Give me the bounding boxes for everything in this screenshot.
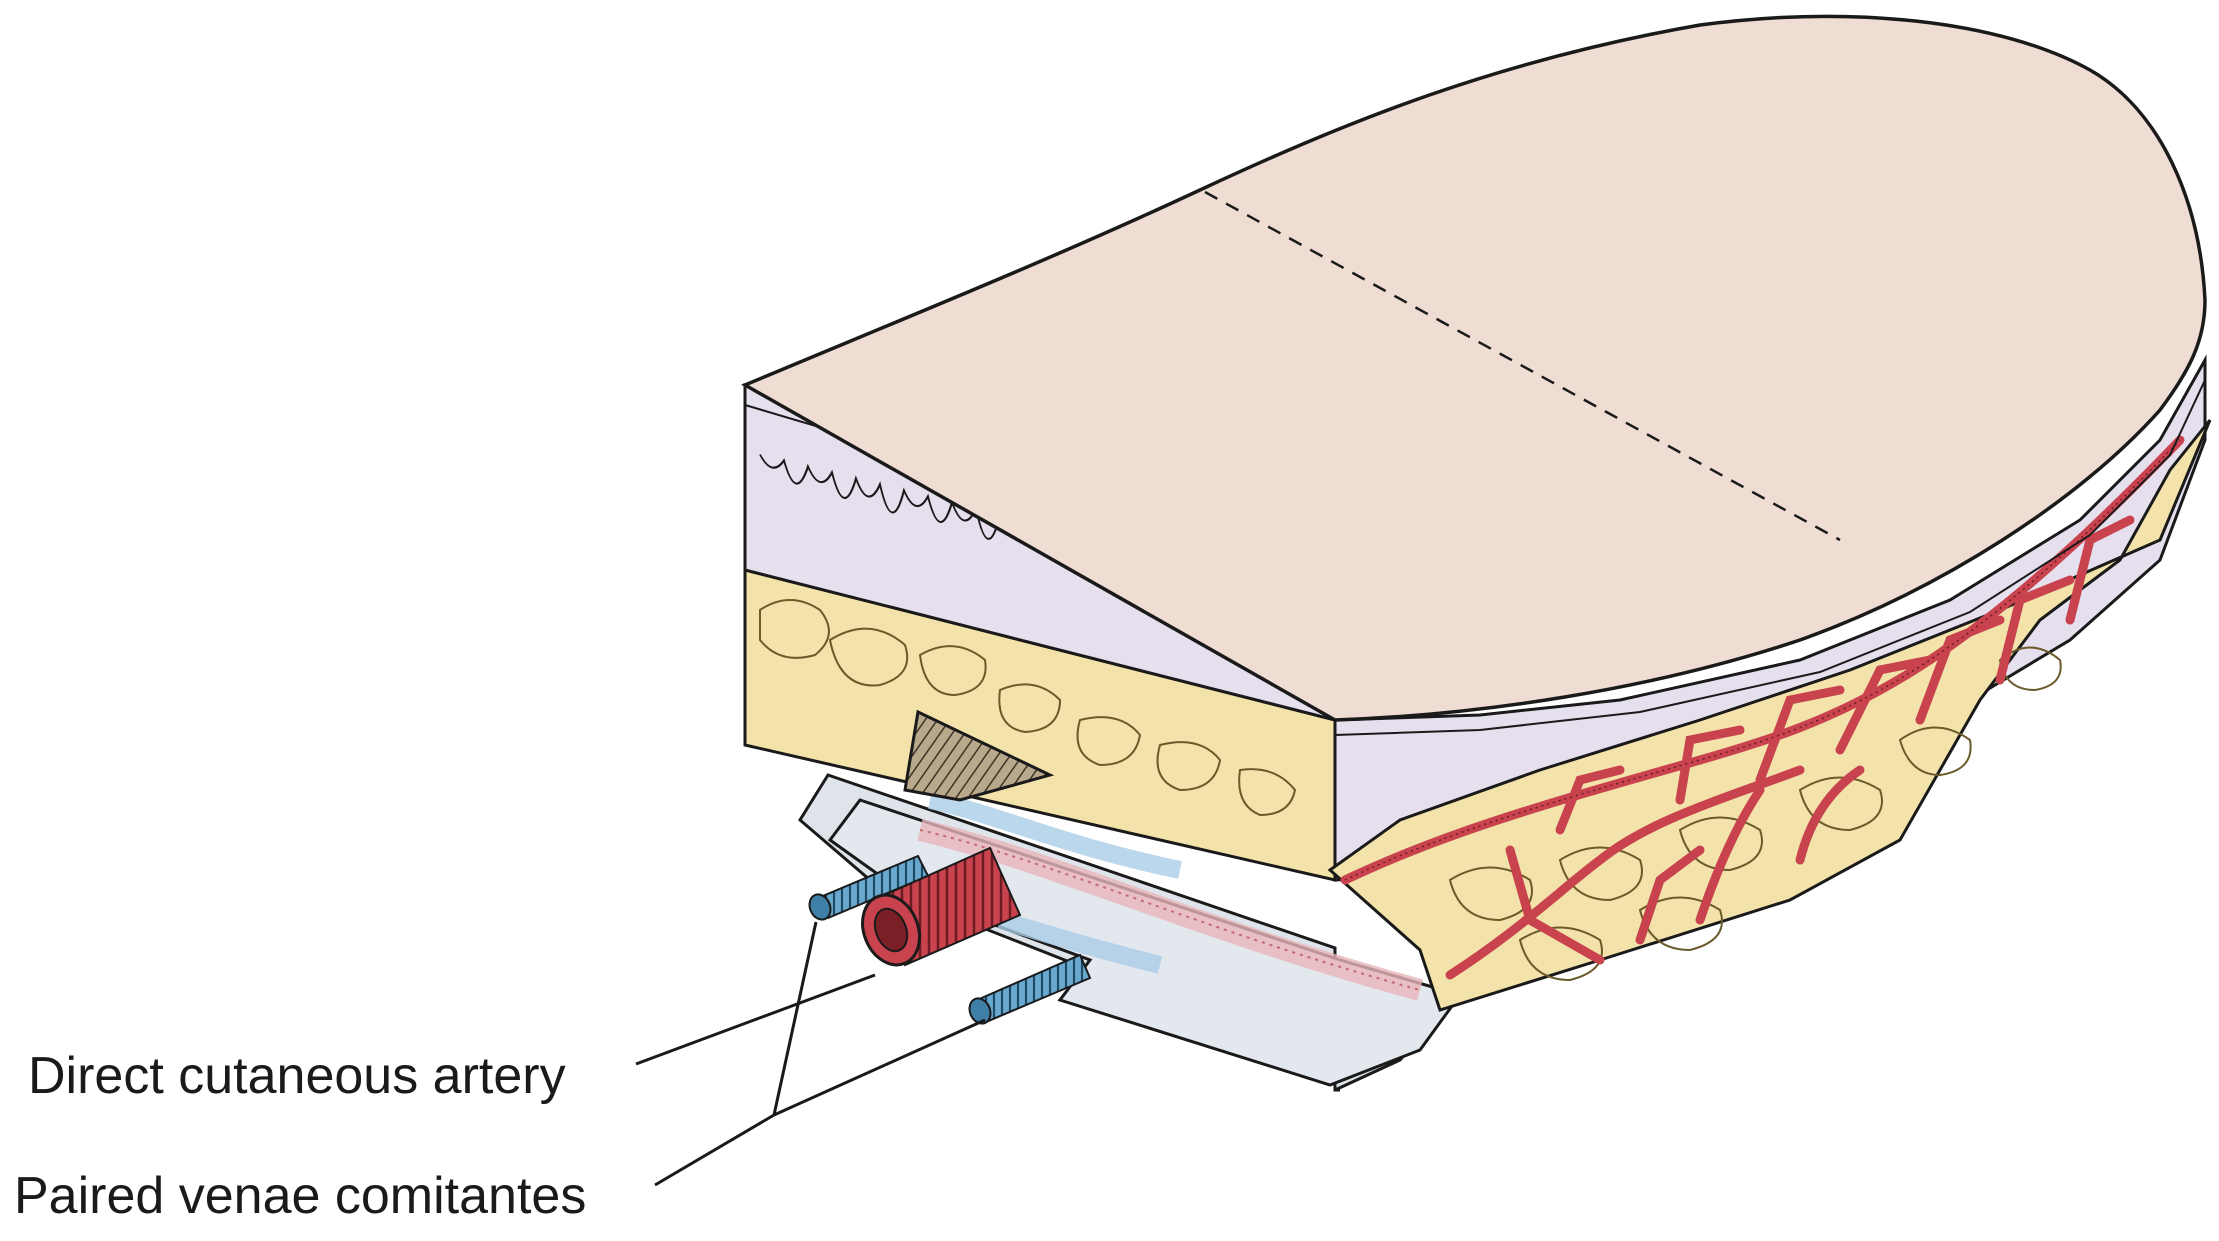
right-face xyxy=(1327,354,2212,1012)
label-paired-venae-comitantes: Paired venae comitantes xyxy=(14,1167,587,1225)
artery-cross-section xyxy=(861,846,1022,967)
vein-lower xyxy=(968,953,1092,1025)
skin-surface xyxy=(741,14,2207,722)
label-direct-cutaneous-artery: Direct cutaneous artery xyxy=(28,1047,566,1105)
pedicle-window-left-shape xyxy=(903,709,1055,802)
dashed-incision-line xyxy=(1204,190,1841,542)
leader-lines xyxy=(635,921,986,1187)
